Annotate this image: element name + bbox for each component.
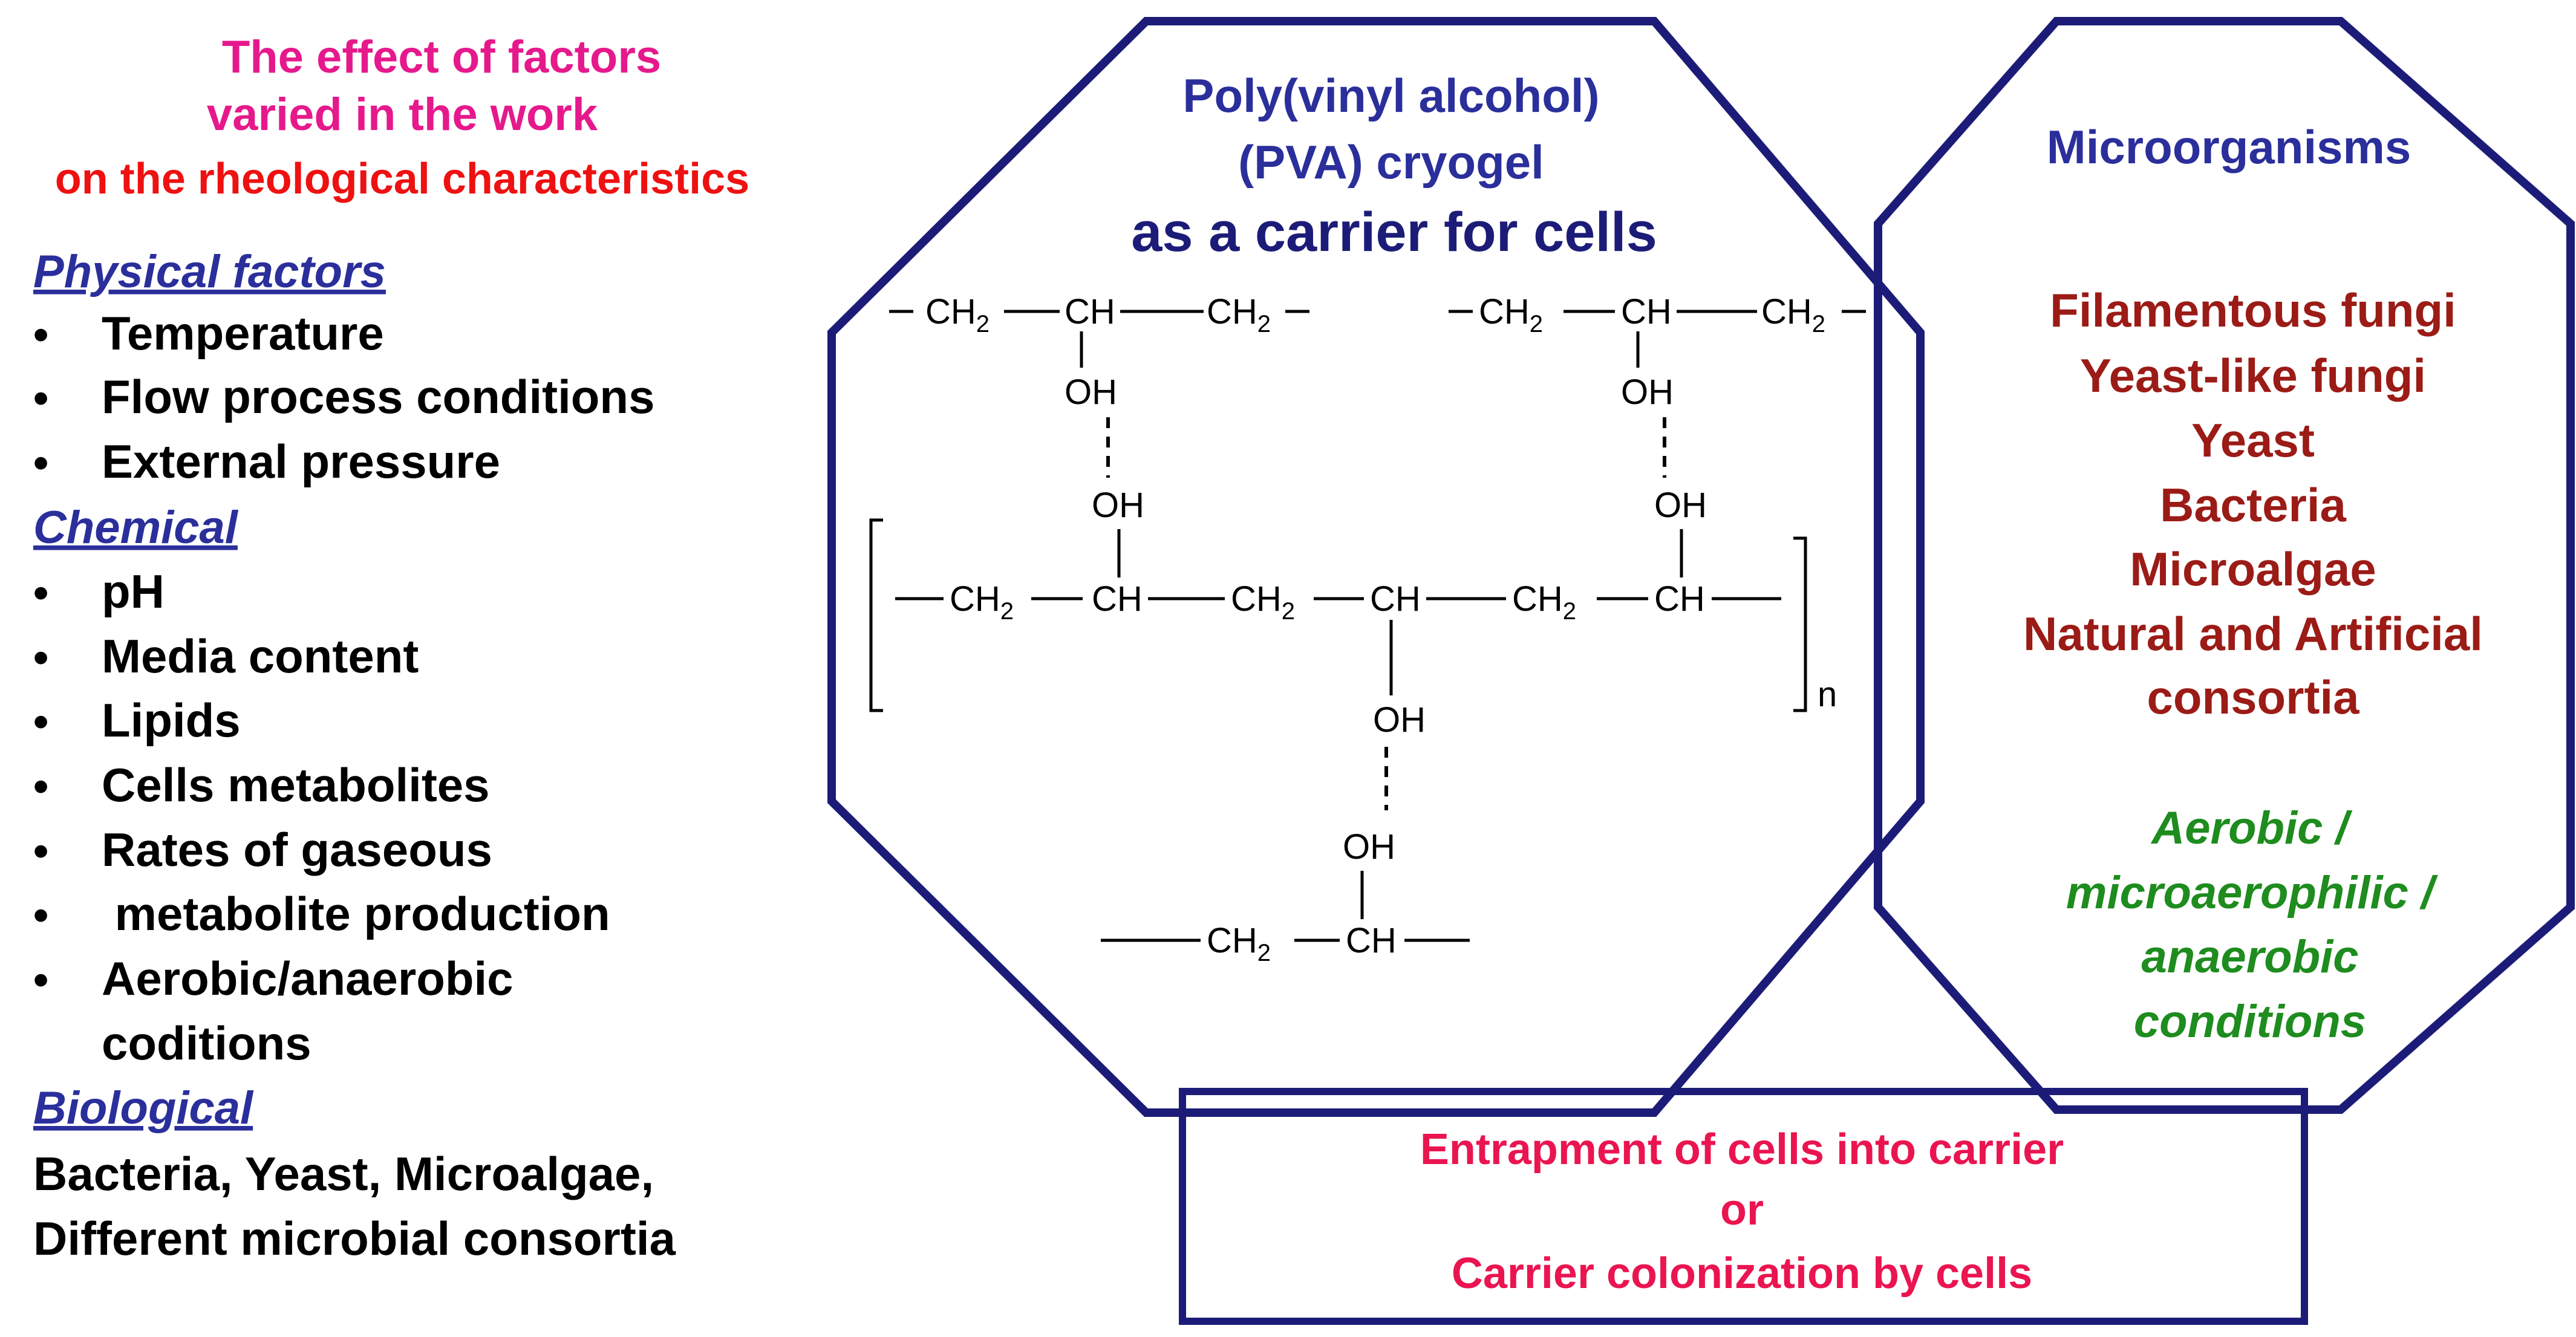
ch2-label: CH2 [1761, 292, 1825, 337]
ch-label: CH [1654, 579, 1705, 619]
physical-item-temperature: Temperature [102, 307, 384, 360]
physical-item-flow: Flow process conditions [102, 370, 654, 423]
ch-label: CH [1092, 579, 1143, 619]
left-subtitle: on the rheological characteristics [55, 155, 749, 203]
chemical-item-media: Media content [102, 629, 419, 683]
organism-consortia: consortia [2147, 671, 2359, 724]
left-title-line1: The effect of factors [222, 31, 661, 83]
organism-filamentous-fungi: Filamentous fungi [2050, 284, 2456, 337]
biological-line2: Different microbial consortia [33, 1212, 676, 1265]
oh-label: OH [1092, 486, 1144, 525]
ch-label: CH [1065, 292, 1115, 331]
chemical-bullet-5: • [33, 827, 48, 876]
physical-item-pressure: External pressure [102, 435, 500, 488]
pva-chemical-structure: CH2 CH CH2 OH CH2 CH CH2 OH OH OH n CH2 … [869, 292, 1866, 966]
chemical-bullet-4: • [33, 763, 48, 811]
left-bracket [869, 518, 883, 712]
oh-label: OH [1343, 827, 1395, 867]
oh-label: OH [1065, 372, 1117, 412]
condition-aerobic: Aerobic / [2150, 802, 2352, 854]
physical-bullet-1: • [33, 311, 48, 359]
oh-label: OH [1654, 486, 1707, 525]
chemical-item-metabolites: Cells metabolites [102, 758, 490, 812]
physical-bullet-3: • [33, 439, 48, 487]
ch-label: CH [1370, 579, 1421, 619]
outcome-entrapment: Entrapment of cells into carrier [1420, 1125, 2064, 1174]
outcome-or: or [1720, 1186, 1764, 1234]
condition-conditions: conditions [2134, 996, 2366, 1047]
chemical-item-ph: pH [102, 565, 165, 618]
repeat-n-label: n [1818, 675, 1837, 714]
chemical-item-lipids: Lipids [102, 694, 241, 747]
microorganisms-octagon [1874, 17, 2575, 1114]
pva-title-line2: (PVA) cryogel [1238, 135, 1544, 189]
biological-heading: Biological [33, 1082, 254, 1134]
physical-bullet-2: • [33, 374, 48, 423]
pva-title-line3: as a carrier for cells [1131, 201, 1657, 263]
ch-label: CH [1346, 921, 1397, 960]
ch2-label: CH2 [1231, 579, 1295, 625]
chemical-bullet-7: • [33, 956, 48, 1004]
ch2-label: CH2 [950, 579, 1014, 625]
chemical-bullet-1: • [33, 569, 48, 617]
left-title-line2: varied in the work [207, 89, 598, 140]
ch2-label: CH2 [925, 292, 990, 337]
ch2-label: CH2 [1207, 292, 1271, 337]
ch-label: CH [1621, 292, 1672, 331]
oh-label: OH [1621, 372, 1674, 412]
outcome-box [1179, 1088, 2308, 1325]
outcome-colonization: Carrier colonization by cells [1452, 1249, 2032, 1298]
ch2-label: CH2 [1512, 579, 1576, 625]
chemical-heading: Chemical [33, 502, 239, 553]
chemical-bullet-3: • [33, 698, 48, 746]
chemical-item-aerobic: Aerobic/anaerobic [102, 952, 514, 1005]
chemical-item-gaseous-rates: Rates of gaseous [102, 823, 492, 876]
left-panel: The effect of factors varied in the work… [33, 31, 749, 1265]
microorganisms-panel: Microorganisms Filamentous fungi Yeast-l… [2023, 120, 2483, 1047]
condition-anaerobic: anaerobic [2141, 931, 2358, 983]
pva-octagon [827, 17, 1925, 1117]
biological-line1: Bacteria, Yeast, Microalgae, [33, 1147, 654, 1200]
physical-factors-heading: Physical factors [33, 246, 386, 298]
ch2-label: CH2 [1479, 292, 1543, 337]
chemical-item-metabolite-production: metabolite production [102, 887, 610, 940]
organism-yeast: Yeast [2191, 414, 2315, 467]
chemical-item-conditions: coditions [102, 1017, 311, 1070]
ch2-label: CH2 [1207, 921, 1271, 966]
chemical-bullet-2: • [33, 634, 48, 682]
organism-yeast-like-fungi: Yeast-like fungi [2080, 349, 2426, 402]
oh-label: OH [1373, 700, 1426, 740]
microorganisms-title: Microorganisms [2047, 120, 2411, 174]
organism-microalgae: Microalgae [2130, 542, 2376, 596]
right-bracket [1793, 536, 1807, 712]
organism-bacteria: Bacteria [2160, 478, 2346, 532]
pva-title: Poly(vinyl alcohol) (PVA) cryogel as a c… [1131, 69, 1657, 263]
organism-natural-artificial: Natural and Artificial [2023, 607, 2483, 660]
condition-microaerophilic: microaerophilic / [2066, 867, 2438, 919]
outcome-text: Entrapment of cells into carrier or Carr… [1420, 1125, 2064, 1298]
chemical-bullet-6: • [33, 891, 48, 940]
pva-title-line1: Poly(vinyl alcohol) [1182, 69, 1599, 122]
